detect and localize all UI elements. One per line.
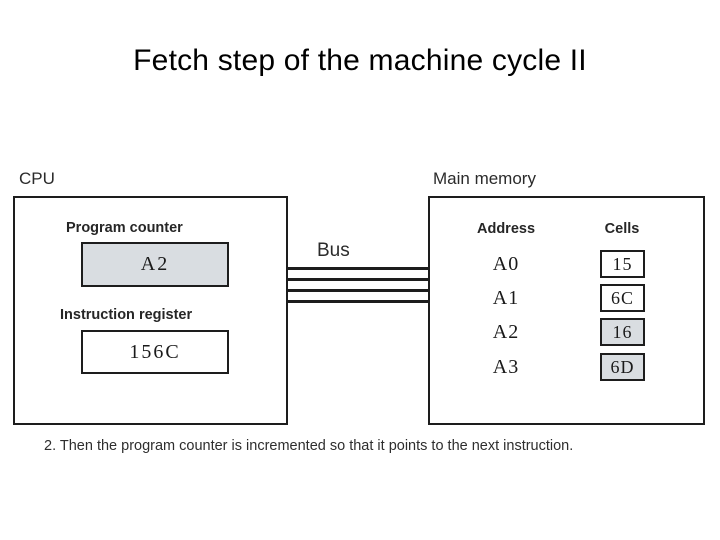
bus-line	[287, 300, 430, 303]
step-caption: 2. Then the program counter is increment…	[44, 438, 574, 454]
memory-row: A3 6D	[457, 352, 662, 382]
memory-cell: 16	[600, 318, 645, 346]
bus-line	[287, 278, 430, 281]
cpu-label: CPU	[19, 169, 55, 188]
page-title: Fetch step of the machine cycle II	[133, 44, 587, 77]
main-memory-frame	[428, 196, 705, 425]
cpu-frame	[13, 196, 288, 425]
bus-label: Bus	[317, 240, 350, 261]
memory-row: A1 6C	[457, 283, 662, 313]
memory-row: A2 16	[457, 317, 662, 347]
bus-line	[287, 267, 430, 270]
memory-cell: 15	[600, 250, 645, 278]
memory-address: A0	[492, 253, 520, 275]
column-header-cells: Cells	[604, 221, 640, 237]
memory-address: A2	[492, 321, 520, 343]
memory-address: A3	[492, 356, 520, 378]
program-counter-caption: Program counter	[66, 220, 183, 236]
memory-row: A0 15	[457, 249, 662, 279]
column-header-address: Address	[476, 221, 536, 237]
instruction-register-value-box: 156C	[81, 330, 229, 374]
bus-line	[287, 289, 430, 292]
memory-address: A1	[492, 287, 520, 309]
instruction-register-caption: Instruction register	[60, 307, 193, 323]
program-counter-value-box: A2	[81, 242, 229, 287]
memory-cell: 6D	[600, 353, 645, 381]
memory-cell: 6C	[600, 284, 645, 312]
main-memory-label: Main memory	[433, 169, 536, 188]
